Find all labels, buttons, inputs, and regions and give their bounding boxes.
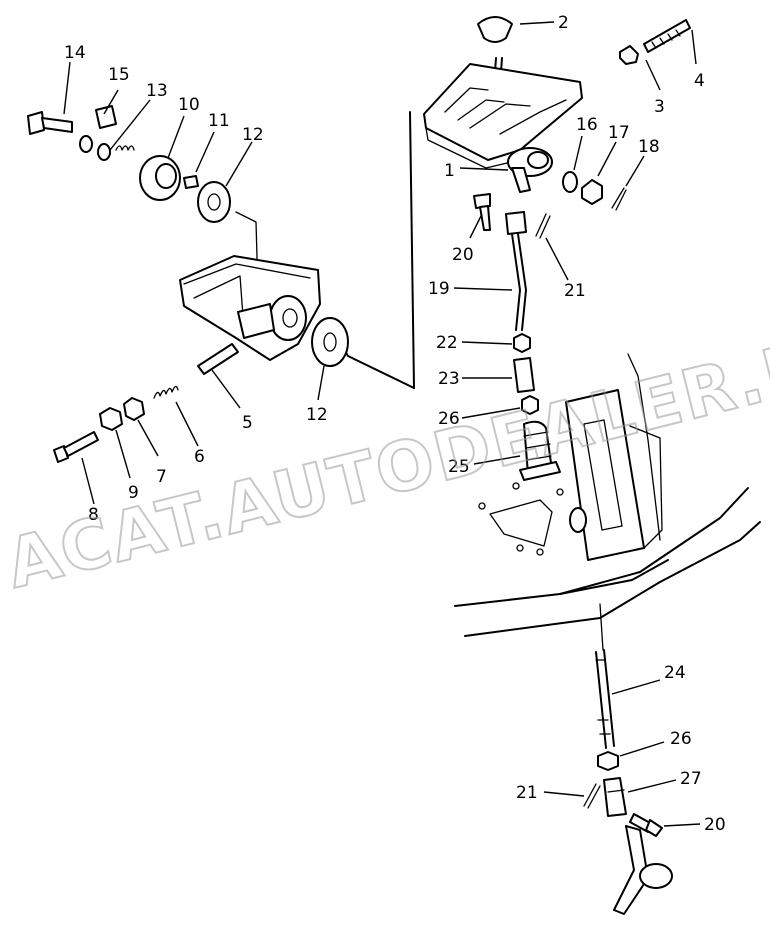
- callout-9: 9: [128, 483, 139, 503]
- callout-19: 19: [428, 279, 450, 299]
- nut-3: [619, 45, 639, 65]
- callout-12-upper: 12: [242, 125, 264, 145]
- leader-lines: [63, 21, 701, 827]
- callout-8: 8: [88, 505, 99, 525]
- callout-22: 22: [436, 333, 458, 353]
- cotter-pin-21-lower: [583, 783, 601, 809]
- callouts: 1 2 3 4 14 15 13 10 11 12 16 17 18 20 21…: [64, 13, 726, 835]
- callout-3: 3: [654, 97, 665, 117]
- callout-25: 25: [448, 457, 470, 477]
- callout-1: 1: [444, 161, 455, 181]
- coupler-23: [513, 357, 535, 393]
- callout-20-lower: 20: [704, 815, 726, 835]
- callout-7: 7: [156, 467, 167, 487]
- nut-9: [99, 407, 123, 431]
- detent-assembly: [27, 105, 349, 463]
- frame-lines: [337, 111, 761, 651]
- callout-26-lower: 26: [670, 729, 692, 749]
- callout-21-upper: 21: [564, 281, 586, 301]
- pin-5: [197, 343, 239, 375]
- callout-16: 16: [576, 115, 598, 135]
- callout-2: 2: [558, 13, 569, 33]
- pin-11: [183, 175, 199, 189]
- callout-27: 27: [680, 769, 702, 789]
- callout-26-upper: 26: [438, 409, 460, 429]
- bolt-14: [27, 111, 45, 135]
- lock-plate-15: [95, 105, 117, 129]
- washer-12-lower: [311, 317, 349, 367]
- callout-11: 11: [208, 111, 230, 131]
- nut-26-lower: [597, 751, 619, 771]
- callout-15: 15: [108, 65, 130, 85]
- spring-6: [153, 385, 179, 399]
- nut-7: [123, 397, 145, 421]
- spring-13: [115, 145, 135, 151]
- callout-12-lower: 12: [306, 405, 328, 425]
- nut-17: [581, 179, 603, 205]
- clevis-27: [603, 777, 627, 817]
- cotter-pin-21-upper: [535, 213, 551, 239]
- link-rod-lower: [583, 649, 673, 915]
- link-rod-upper: [473, 193, 561, 481]
- callout-23: 23: [438, 369, 460, 389]
- shift-gate-plate: [423, 63, 583, 161]
- washer-12-upper: [197, 181, 231, 223]
- cotter-pin-18: [611, 187, 627, 211]
- gear-lever-assembly: [423, 16, 691, 211]
- callout-24: 24: [664, 663, 686, 683]
- callout-17: 17: [608, 123, 630, 143]
- callout-21-lower: 21: [516, 783, 538, 803]
- stud-4: [643, 19, 691, 53]
- callout-20-upper: 20: [452, 245, 474, 265]
- bolt-20-upper: [473, 193, 491, 209]
- console-bracket: [478, 389, 663, 561]
- callout-10: 10: [178, 95, 200, 115]
- watermark: ACAT.AUTODEALER.RU: [0, 313, 770, 605]
- nut-26-upper: [521, 395, 539, 415]
- callout-14: 14: [64, 43, 86, 63]
- callout-6: 6: [194, 447, 205, 467]
- nut-22: [513, 333, 531, 353]
- washer-13a: [97, 143, 111, 161]
- lever-knob: [477, 16, 513, 43]
- callout-18: 18: [638, 137, 660, 157]
- callout-5: 5: [242, 413, 253, 433]
- washer-16: [562, 171, 578, 193]
- washer-15: [79, 135, 93, 153]
- callout-13: 13: [146, 81, 168, 101]
- callout-4: 4: [694, 71, 705, 91]
